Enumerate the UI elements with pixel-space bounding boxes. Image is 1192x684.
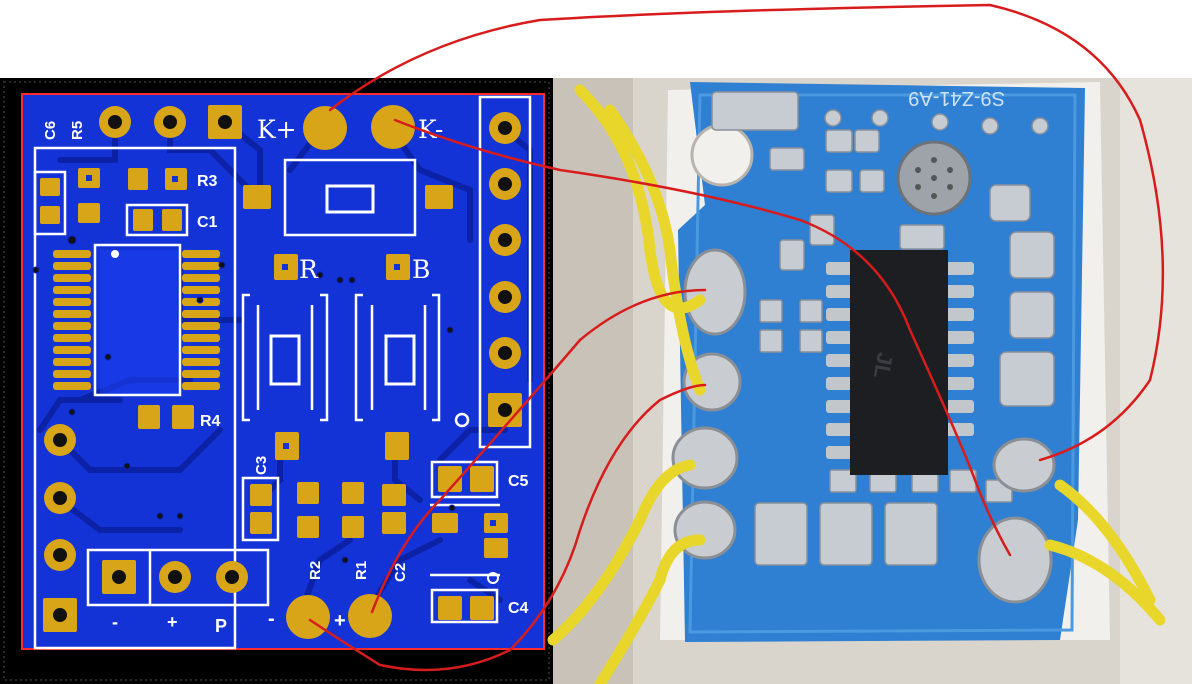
k-plus-pad: [303, 106, 347, 150]
label-c3: C3: [253, 456, 270, 475]
label-c5: C5: [508, 473, 529, 490]
yellow-wires: [547, 84, 1166, 684]
button-r-footprint: [269, 334, 301, 386]
label-k-plus: K+: [257, 115, 297, 144]
label-speaker-plus: +: [334, 610, 346, 632]
label-r-button: R: [299, 255, 319, 284]
speaker-plus-pad: [348, 594, 392, 638]
label-c1: C1: [197, 214, 218, 231]
label-c2: C2: [392, 563, 409, 582]
annotation-lines: [308, 3, 1165, 672]
label-r4: R4: [200, 413, 221, 430]
label-b-button: B: [412, 255, 430, 284]
label-r5: R5: [69, 121, 86, 140]
pcb-layout-panel: C6 R5 R3 C1 R4 C3 R2 R1 C2 C5 C4 K+ K- R…: [0, 78, 553, 684]
label-speaker-minus: -: [268, 608, 275, 630]
switch-footprint: [325, 184, 375, 214]
label-r3: R3: [197, 173, 218, 190]
label-c6: C6: [42, 121, 59, 140]
through-hole-pads: [43, 105, 522, 639]
board-photo-panel: S9-Z41-A9: [547, 78, 1192, 684]
pcb-silkscreen: [33, 95, 532, 650]
pcb-labels: C6 R5 R3 C1 R4 C3 R2 R1 C2 C5 C4 K+ K- R…: [42, 115, 529, 636]
label-plus: +: [167, 612, 178, 632]
ic-chip: JL: [826, 250, 974, 475]
chip-marking: JL: [869, 351, 898, 381]
label-minus: -: [112, 612, 118, 632]
label-r1: R1: [353, 561, 370, 580]
speaker-minus-pad: [286, 595, 330, 639]
ic-footprint: [53, 250, 220, 390]
label-c4: C4: [508, 600, 529, 617]
photo-silkscreen-text: S9-Z41-A9: [908, 87, 1005, 109]
k-minus-pad: [371, 105, 415, 149]
smd-pads: [40, 168, 508, 620]
label-p: P: [215, 616, 227, 636]
button-b-footprint: [384, 334, 416, 386]
vias: [32, 235, 456, 564]
label-r2: R2: [307, 561, 324, 580]
